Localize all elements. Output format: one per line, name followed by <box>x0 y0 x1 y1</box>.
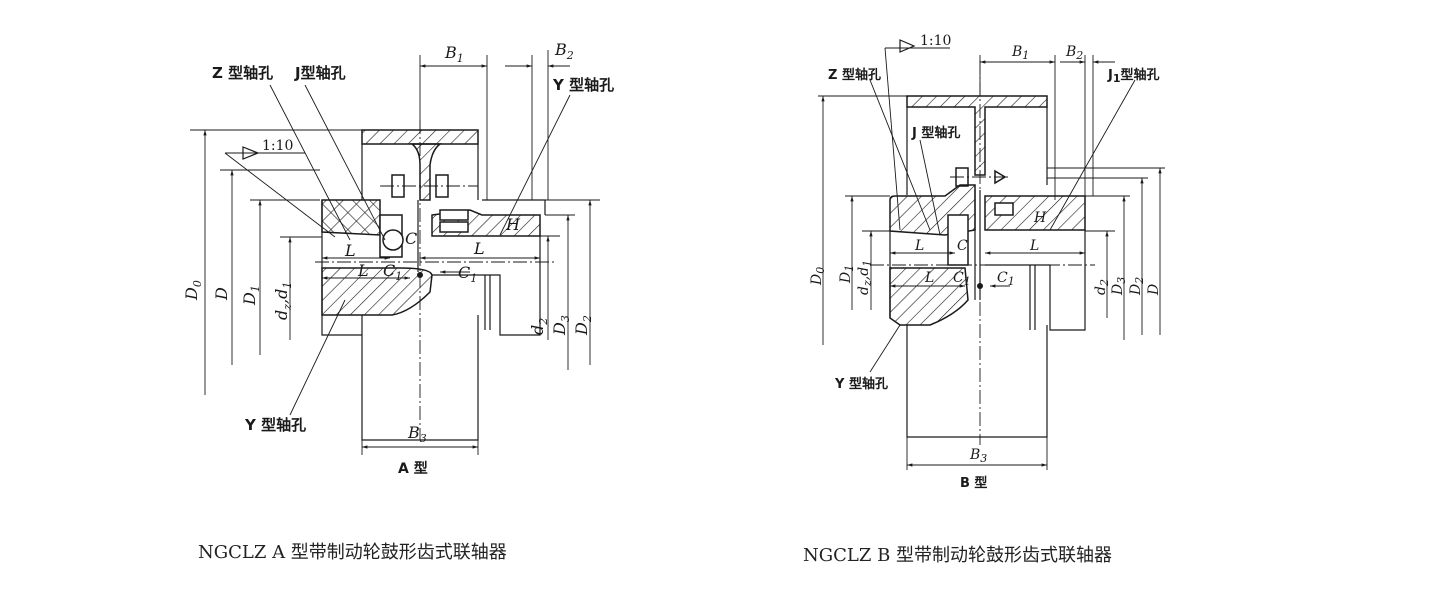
right-flange <box>484 275 491 330</box>
dim-b2: B2 <box>554 40 574 62</box>
left-hub-lower-b <box>889 267 969 326</box>
callout-j1-bore-b: J1型轴孔 <box>1107 67 1160 85</box>
dim-d0-b: D0 <box>809 267 827 286</box>
dim-h-b: H <box>1033 210 1047 226</box>
dim-b1-b: B1 <box>1011 44 1029 62</box>
right-hub-outline <box>432 236 541 336</box>
brake-drum-sides <box>361 144 479 200</box>
caption-b: NGCLZ B 型带制动轮鼓形齿式联轴器 <box>803 545 1113 566</box>
dim-d3-b: D3 <box>1110 277 1128 296</box>
type-label-b: B 型 <box>960 475 987 491</box>
left-hub-lower <box>321 267 433 316</box>
dim-l-left-upper: L <box>344 241 356 260</box>
leader-y-bore-bottom <box>289 299 346 416</box>
dim-d0: D0 <box>182 280 204 301</box>
shaft-lower <box>361 315 479 441</box>
callout-y-bore-top: Y 型轴孔 <box>552 76 614 94</box>
dim-dz-d1: dz,d1 <box>272 282 294 320</box>
gear-teeth-top <box>439 209 469 221</box>
leader-y-bore-top <box>499 94 571 236</box>
dim-d3: D3 <box>550 315 572 336</box>
figure-a: 1:10 Z 型轴孔 J型轴孔 Y 型轴孔 Y 型轴孔 B1 B2 B3 D0 … <box>182 40 614 477</box>
dim-b3-b: B3 <box>969 447 987 465</box>
dim-d1-b: D1 <box>838 265 856 284</box>
dim-d-b: D <box>1146 284 1162 296</box>
dim-c1-left-b: C1 <box>953 270 971 288</box>
left-hub-z-bore <box>321 199 381 236</box>
figure-b: 1:10 Z 型轴孔 J 型轴孔 J1型轴孔 Y 型轴孔 B1 B2 B3 D0… <box>809 33 1165 491</box>
dim-c1-left: C1 <box>383 261 402 283</box>
dim-dz-d1-b: dz,d1 <box>856 260 874 295</box>
leader-j-bore <box>304 84 386 241</box>
dim-h: H <box>505 215 521 234</box>
dim-d2-large: D2 <box>572 315 594 336</box>
callout-z-bore-b: Z 型轴孔 <box>828 67 881 83</box>
dim-d1: D1 <box>240 285 262 306</box>
taper-ratio-b: 1:10 <box>920 33 951 49</box>
brake-drum-web <box>409 143 443 201</box>
left-hub-outline <box>321 200 362 336</box>
callout-z-bore: Z 型轴孔 <box>212 64 273 82</box>
dim-b2-b: B2 <box>1065 44 1083 62</box>
dim-b3: B3 <box>407 423 427 445</box>
brake-drum-sides-b <box>906 107 1048 195</box>
leader-z-bore <box>269 84 351 241</box>
type-label-a: A 型 <box>398 460 428 477</box>
dim-l-right-b: L <box>1029 238 1039 254</box>
right-flange-b <box>1029 265 1036 330</box>
dim-l-right: L <box>473 239 485 258</box>
callout-y-bore-bottom: Y 型轴孔 <box>244 416 306 434</box>
dim-d2-small: d2 <box>528 318 550 335</box>
taper-ratio: 1:10 <box>262 138 293 154</box>
dim-c1-right-b: C1 <box>997 270 1015 288</box>
dim-l-left-lower: L <box>357 261 369 280</box>
dim-b1: B1 <box>444 43 464 65</box>
shaft-lower-b <box>906 325 1048 438</box>
taper-symbol-icon-b <box>899 39 916 53</box>
center-point <box>417 272 423 278</box>
callout-j-bore: J型轴孔 <box>294 64 346 82</box>
caption-a: NGCLZ A 型带制动轮鼓形齿式联轴器 <box>198 542 507 563</box>
dim-c-b: C <box>957 238 968 254</box>
dim-l-left-lower-b: L <box>924 270 934 286</box>
dim-d2-small-b: d2 <box>1093 279 1111 295</box>
callout-j-bore-b: J 型轴孔 <box>911 125 960 141</box>
dim-d: D <box>212 287 231 301</box>
callout-y-bore-b: Y 型轴孔 <box>834 376 888 392</box>
set-screw-b <box>994 202 1014 216</box>
dim-c1-right: C1 <box>458 263 477 285</box>
gear-teeth-bottom <box>439 221 469 233</box>
dim-l-left-upper-b: L <box>914 238 924 254</box>
seal-ring <box>382 229 404 251</box>
dim-d2-large-b: D2 <box>1128 277 1146 296</box>
dim-c: C <box>405 229 417 248</box>
brake-drum-b <box>906 95 1048 176</box>
